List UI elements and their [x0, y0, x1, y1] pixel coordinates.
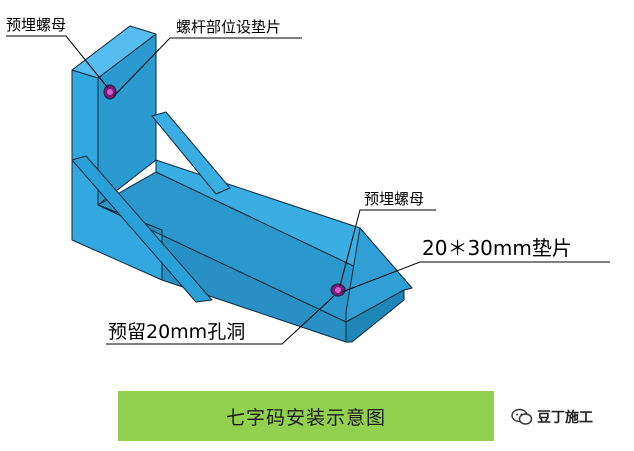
front-diagonal-brace [71, 155, 213, 303]
label-hole: 预留20mm孔洞 [108, 321, 245, 343]
label-nut-right: 预埋螺母 [364, 190, 424, 208]
label-nut-top: 预埋螺母 [6, 16, 66, 34]
angle-bracket-diagram: 预埋螺母 螺杆部位设垫片 预埋螺母 20＊30mm垫片 预留20mm孔洞 [6, 16, 610, 345]
embedded-nut-top [103, 84, 117, 100]
watermark-text: 豆丁施工 [537, 410, 593, 426]
caption-bar: 七字码安装示意图 [118, 391, 494, 441]
vertical-plate-top-edge [71, 25, 157, 79]
label-gasket-bolt: 螺杆部位设垫片 [176, 18, 281, 36]
stiffener-rib [151, 111, 231, 195]
wechat-chat-icon [511, 408, 533, 425]
leader-nut-right [339, 209, 436, 287]
trough-near-end-face [345, 289, 405, 343]
watermark: 豆丁施工 [511, 406, 593, 428]
angle-bracket [71, 25, 413, 343]
leader-gasket-size [341, 261, 610, 293]
caption-text: 七字码安装示意图 [225, 406, 386, 429]
label-gasket-size: 20＊30mm垫片 [422, 236, 572, 260]
leader-lines [6, 35, 610, 345]
trough-front-wall [97, 204, 347, 343]
leader-gasket-bolt [113, 37, 302, 97]
leader-hole [106, 295, 335, 345]
embedded-nut-right [330, 283, 346, 297]
leader-nut-top [6, 35, 109, 89]
